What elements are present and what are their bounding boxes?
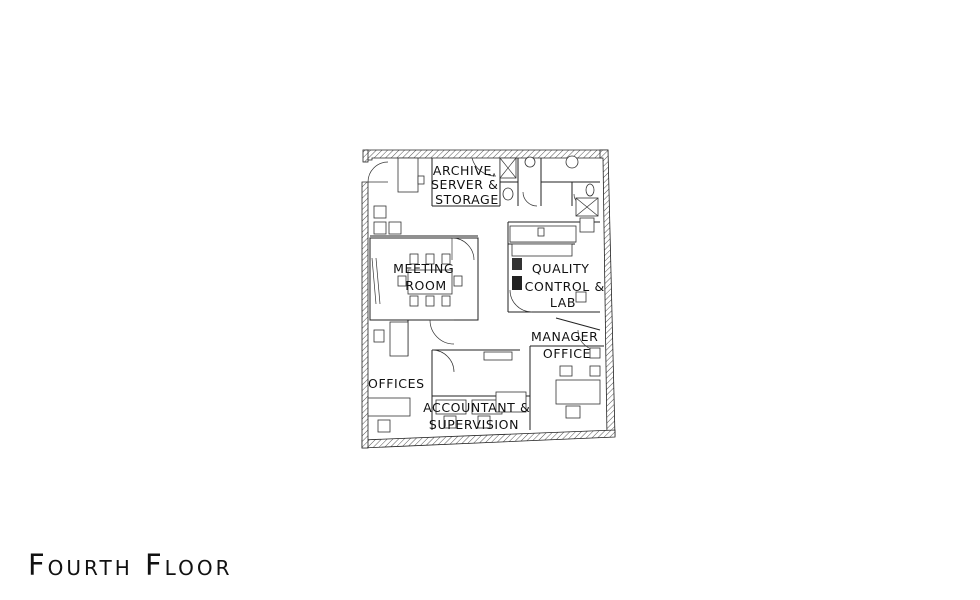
room-labels: Archive, Server & Storage Meeting Room Q…: [368, 163, 610, 432]
label-accountant: Accountant & Supervision: [423, 400, 535, 432]
label-offices: Offices: [368, 376, 425, 391]
floor-title: Fourth Floor: [28, 548, 233, 582]
label-meeting-room: Meeting Room: [393, 261, 459, 293]
label-manager-office: Manager Office: [531, 329, 603, 361]
label-archive: Archive, Server & Storage: [431, 163, 503, 207]
furniture: [367, 155, 601, 433]
exterior-walls: [361, 149, 616, 449]
label-quality-control: Quality Control & Lab: [525, 261, 610, 310]
